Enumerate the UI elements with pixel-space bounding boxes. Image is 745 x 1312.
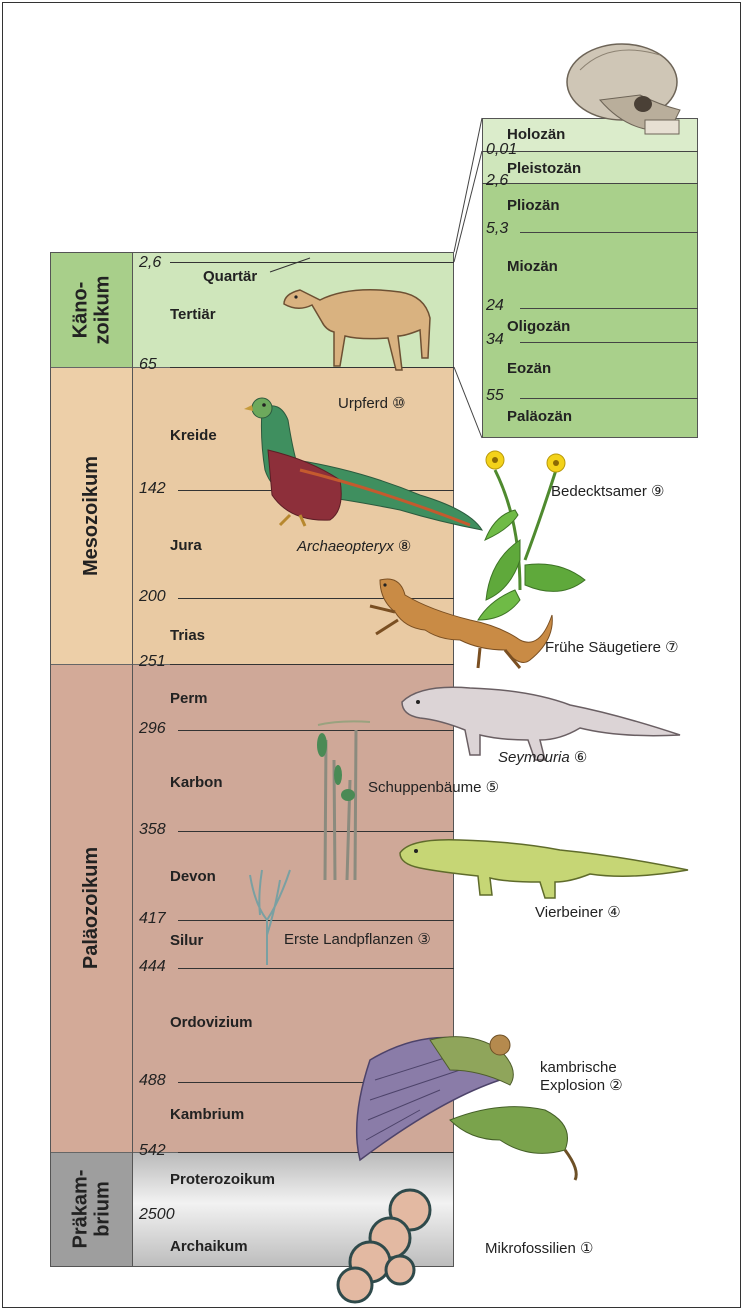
zoom-connector-bottom — [454, 367, 482, 438]
archaeopteryx-icon — [244, 398, 482, 530]
caption-urpferd: Urpferd ⑩ — [338, 394, 406, 412]
caption-vierbeiner: Vierbeiner ④ — [535, 903, 621, 921]
skull-icon — [567, 44, 680, 134]
caption-schuppenbaeume: Schuppenbäume ⑤ — [368, 778, 499, 796]
flower-icon — [478, 451, 585, 620]
scale-tree-icon — [317, 721, 370, 880]
caption-fruehe-saeugetiere: Frühe Säugetiere ⑦ — [545, 638, 679, 656]
microfossil-icon — [338, 1190, 430, 1302]
early-land-plant-icon — [250, 870, 290, 965]
caption-erste-landpflanzen: Erste Landpflanzen ③ — [284, 930, 431, 948]
urpferd-icon — [284, 290, 430, 370]
zoom-connector-top — [454, 118, 482, 252]
quartaer-pointer — [270, 258, 310, 272]
caption-seymouria: Seymouria ⑥ — [498, 748, 587, 766]
tetrapod-icon — [400, 840, 688, 898]
caption-mikrofossilien: Mikrofossilien ① — [485, 1239, 593, 1257]
early-mammal-icon — [370, 579, 552, 668]
caption-archaeopteryx: Archaeopteryx ⑧ — [297, 537, 411, 555]
zoom-connector-quartaer — [454, 151, 482, 262]
caption-bedecktsamer: Bedecktsamer ⑨ — [551, 482, 665, 500]
cambrian-fauna-icon — [357, 1035, 577, 1180]
